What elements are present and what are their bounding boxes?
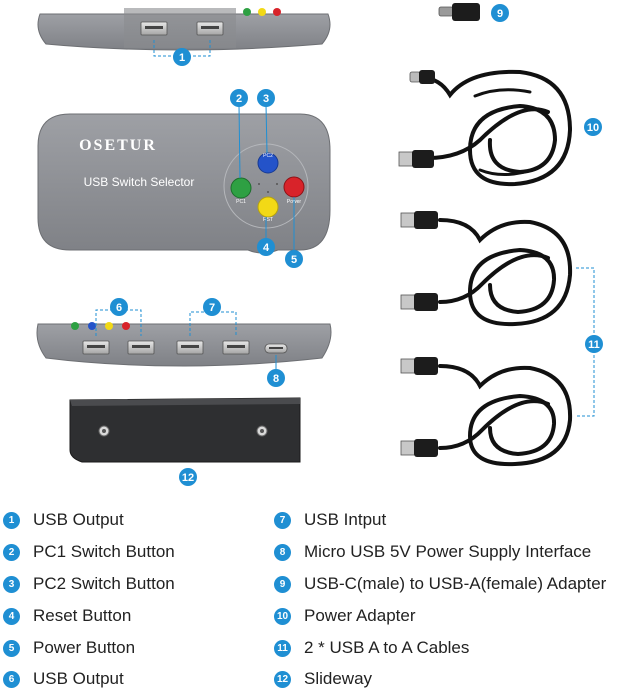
svg-text:4: 4 [263, 242, 270, 254]
svg-text:7: 7 [209, 302, 215, 314]
legend-label: Power Adapter [304, 606, 416, 625]
legend-label: Micro USB 5V Power Supply Interface [304, 542, 592, 561]
callout-6: 6 [110, 298, 128, 316]
legend-number: 4 [3, 607, 20, 625]
power-adapter-cable [420, 69, 573, 187]
legend-item: 2 PC1 Switch Button [3, 540, 175, 564]
device-top-view [37, 8, 331, 57]
reset-button[interactable]: RST [257, 196, 279, 223]
legend-number: 3 [3, 575, 20, 593]
callout-2: 2 [230, 89, 248, 107]
legend: 1 USB Output 2 PC1 Switch Button 3 PC2 S… [0, 505, 640, 691]
callout-4: 4 [257, 238, 275, 256]
svg-text:12: 12 [182, 472, 194, 484]
micro-usb-port [264, 343, 288, 354]
svg-text:11: 11 [588, 339, 600, 351]
svg-text:2: 2 [236, 93, 242, 105]
usb-port [176, 340, 204, 355]
callout-9: 9 [491, 4, 509, 22]
usb-port [196, 21, 224, 36]
usb-a-plug [400, 293, 438, 311]
svg-text:6: 6 [116, 302, 122, 314]
callout-10: 10 [584, 118, 602, 136]
callout-7: 7 [203, 298, 221, 316]
legend-item: 6 USB Output [3, 667, 124, 691]
usb-c-plug [409, 70, 435, 84]
usb-a-plug [400, 211, 438, 229]
legend-label: PC1 Switch Button [33, 542, 175, 561]
legend-number: 10 [274, 607, 291, 625]
usb-a-to-a-cable [438, 218, 573, 327]
legend-item: 11 2 * USB A to A Cables [274, 636, 469, 660]
legend-number: 9 [274, 575, 291, 593]
callout-5: 5 [285, 250, 303, 268]
legend-label: Power Button [33, 638, 136, 657]
usb-a-plug [398, 150, 434, 168]
slideway [69, 397, 301, 463]
usb-c-adapter [438, 3, 480, 21]
legend-item: 7 USB Intput [274, 508, 386, 532]
legend-number: 2 [3, 543, 20, 561]
callout-8: 8 [267, 369, 285, 387]
legend-number: 1 [3, 511, 20, 529]
legend-label: USB Output [33, 510, 124, 529]
callout-1: 1 [173, 48, 191, 66]
usb-a-plug [400, 439, 438, 457]
svg-text:3: 3 [263, 93, 269, 105]
legend-label: Reset Button [33, 606, 132, 625]
legend-label: USB-C(male) to USB-A(female) Adapter [304, 574, 607, 593]
legend-item: 9 USB-C(male) to USB-A(female) Adapter [274, 572, 606, 596]
legend-number: 11 [274, 639, 291, 657]
legend-label: USB Output [33, 669, 124, 688]
callout-3: 3 [257, 89, 275, 107]
legend-label: PC2 Switch Button [33, 574, 175, 593]
usb-a-plug [400, 357, 438, 375]
usb-port [222, 340, 250, 355]
legend-label: USB Intput [304, 510, 387, 529]
legend-number: 8 [274, 543, 291, 561]
usb-a-to-a-cable [438, 364, 573, 467]
svg-text:8: 8 [273, 373, 279, 385]
model-label: USB Switch Selector [84, 175, 195, 189]
legend-item: 4 Reset Button [3, 604, 131, 628]
legend-item: 1 USB Output [3, 508, 124, 532]
legend-number: 6 [3, 670, 20, 688]
legend-item: 8 Micro USB 5V Power Supply Interface [274, 540, 591, 564]
brand-logo: OSETUR [79, 137, 157, 154]
svg-text:9: 9 [497, 8, 503, 20]
device-front-view [36, 309, 332, 370]
legend-item: 3 PC2 Switch Button [3, 572, 175, 596]
legend-item: 5 Power Button [3, 636, 135, 660]
callout-12: 12 [179, 468, 197, 486]
svg-text:RST: RST [263, 217, 273, 223]
legend-item: 12 Slideway [274, 667, 372, 691]
svg-text:PC1: PC1 [236, 199, 246, 205]
legend-item: 10 Power Adapter [274, 604, 416, 628]
pc2-button[interactable]: PC2 [257, 152, 279, 174]
legend-number: 12 [274, 670, 291, 688]
usb-port [82, 340, 110, 355]
legend-label: 2 * USB A to A Cables [304, 638, 470, 657]
legend-number: 5 [3, 639, 20, 657]
callout-11: 11 [585, 335, 603, 353]
svg-text:1: 1 [179, 52, 185, 64]
usb-port [127, 340, 155, 355]
legend-label: Slideway [304, 669, 373, 688]
legend-number: 7 [274, 511, 291, 529]
svg-text:5: 5 [291, 254, 297, 266]
svg-text:10: 10 [587, 122, 599, 134]
device-main-view: OSETUR USB Switch Selector PC2 PC1 RST P… [37, 104, 331, 254]
usb-port [140, 21, 168, 36]
svg-text:PC2: PC2 [263, 153, 273, 159]
pc1-button[interactable]: PC1 [230, 177, 252, 205]
